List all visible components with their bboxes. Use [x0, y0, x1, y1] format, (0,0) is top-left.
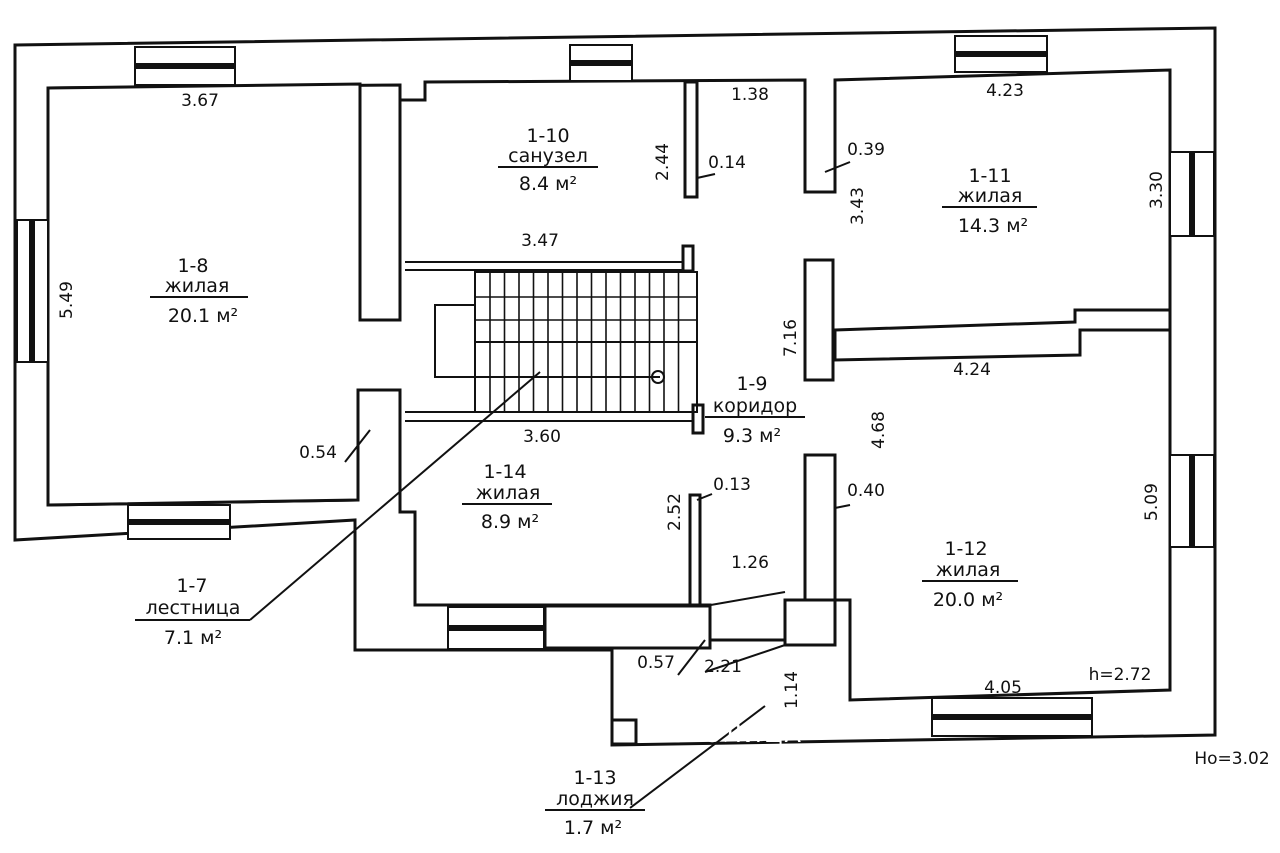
dim-2-44: 2.44	[653, 143, 673, 181]
room-area: 8.9 м²	[481, 511, 539, 533]
dim-2-21: 2.21	[704, 657, 742, 677]
room-number: 1-11	[968, 165, 1011, 187]
watermark: О СТОЛИЦА	[637, 720, 803, 748]
room-label-1-7: 1-7 лестница 7.1 м²	[135, 575, 250, 649]
leader-lines	[249, 161, 851, 809]
stair-newel-icon	[651, 370, 665, 384]
dim-3-47: 3.47	[521, 231, 559, 251]
room-number: 1-10	[526, 125, 569, 147]
room-number: 1-14	[483, 461, 526, 483]
dim-4-24: 4.24	[953, 360, 991, 380]
room-area: 8.4 м²	[519, 173, 577, 195]
room-number: 1-7	[176, 575, 207, 597]
room-type: жилая	[165, 275, 230, 297]
room-type: жилая	[476, 482, 541, 504]
room-number: 1-8	[177, 255, 208, 277]
dim-4-05: 4.05	[984, 678, 1022, 698]
room-area: 1.7 м²	[564, 817, 622, 839]
room-area: 9.3 м²	[723, 425, 781, 447]
dim-0-40: 0.40	[847, 481, 885, 501]
room-label-1-8: 1-8 жилая 20.1 м²	[150, 255, 248, 327]
interior-walls	[405, 80, 1172, 746]
dim-4-23: 4.23	[986, 81, 1024, 101]
stair-steps	[475, 272, 697, 412]
dim-3-67: 3.67	[181, 91, 219, 111]
windows	[16, 35, 1215, 737]
dim-5-09: 5.09	[1142, 483, 1162, 521]
dim-3-43: 3.43	[848, 187, 868, 225]
room-number: 1-9	[736, 373, 767, 395]
room-area: 20.0 м²	[933, 589, 1003, 611]
room-label-1-11: 1-11 жилая 14.3 м²	[942, 165, 1037, 237]
dim-1-38: 1.38	[731, 85, 769, 105]
room-type: жилая	[958, 185, 1023, 207]
dimension-labels: 3.67 1.38 4.23 2.44 0.14 0.39 3.43 3.30 …	[57, 81, 1270, 769]
dim-7-16: 7.16	[781, 319, 801, 357]
room-label-1-13: 1-13 лоджия 1.7 м²	[545, 767, 645, 839]
room-type: коридор	[713, 395, 797, 417]
room-type: лестница	[146, 597, 241, 619]
dim-3-60: 3.60	[523, 427, 561, 447]
room-number: 1-12	[944, 538, 987, 560]
room-area: 14.3 м²	[958, 215, 1028, 237]
room-type: жилая	[936, 559, 1001, 581]
dim-3-30: 3.30	[1147, 171, 1167, 209]
room-label-1-12: 1-12 жилая 20.0 м²	[922, 538, 1018, 611]
room-label-1-10: 1-10 санузел 8.4 м²	[498, 125, 598, 195]
dim-0-13: 0.13	[713, 475, 751, 495]
dim-0-57: 0.57	[637, 653, 675, 673]
room-type: санузел	[508, 145, 588, 167]
dim-0-39: 0.39	[847, 140, 885, 160]
dim-1-26: 1.26	[731, 553, 769, 573]
exterior-walls	[13, 26, 1217, 747]
room-area: 20.1 м²	[168, 305, 238, 327]
dim-1-14: 1.14	[782, 671, 802, 709]
room-label-1-9: 1-9 коридор 9.3 м²	[705, 373, 805, 447]
room-number: 1-13	[573, 767, 616, 789]
dim-4-68: 4.68	[869, 411, 889, 449]
dim-0-54: 0.54	[299, 443, 337, 463]
room-area: 7.1 м²	[164, 627, 222, 649]
staircase	[434, 271, 698, 413]
room-type: лоджия	[556, 788, 634, 810]
room-label-1-14: 1-14 жилая 8.9 м²	[462, 461, 552, 533]
dim-5-49: 5.49	[57, 281, 77, 319]
ceiling-height: h=2.72	[1089, 665, 1152, 685]
dim-2-52: 2.52	[665, 493, 685, 531]
ho-note: Ho=3.02	[1194, 749, 1269, 769]
dim-0-14: 0.14	[708, 153, 746, 173]
